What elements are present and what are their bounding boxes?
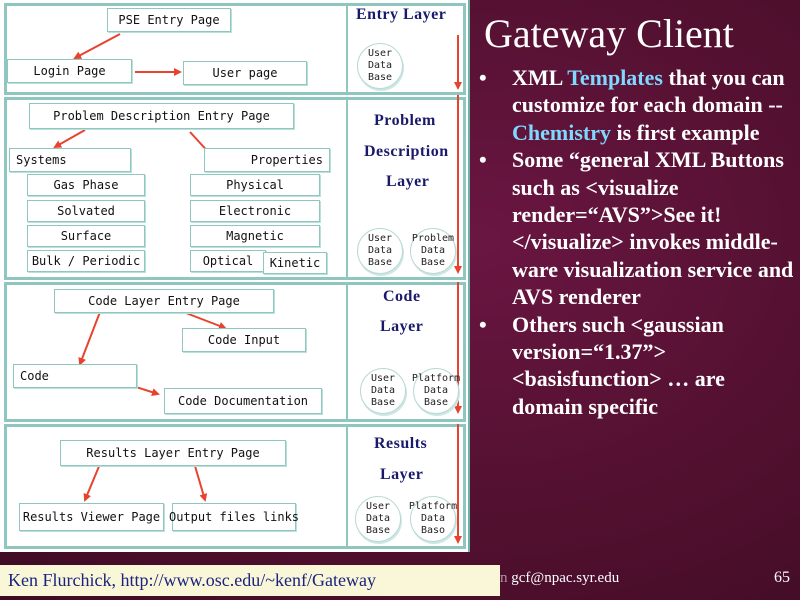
- user-database: User Data Base: [357, 228, 403, 274]
- physical-box[interactable]: Physical: [190, 174, 320, 196]
- pse-entry-page-box[interactable]: PSE Entry Page: [107, 8, 231, 32]
- code-layer-entry-box[interactable]: Code Layer Entry Page: [54, 289, 274, 313]
- optical-box[interactable]: Optical: [190, 250, 266, 272]
- bullet-text: is first example: [610, 119, 760, 145]
- code-box[interactable]: Code: [13, 364, 137, 388]
- bullet-text: Some “general XML Buttons such as <visua…: [512, 147, 794, 310]
- user-database: User Data Base: [357, 43, 403, 89]
- bullet-list: • XML Templates that you can customize fo…: [477, 64, 797, 420]
- user-page-box[interactable]: User page: [183, 61, 307, 85]
- layer-divider: [346, 424, 348, 549]
- code-layer-title-2: Layer: [380, 318, 424, 335]
- code-documentation-box[interactable]: Code Documentation: [164, 388, 322, 414]
- code-layer-title-1: Code: [383, 288, 421, 305]
- code-layer-band: [4, 282, 466, 422]
- bullet-dot-icon: •: [479, 147, 487, 173]
- problem-layer-title-2: Description: [364, 143, 449, 160]
- platform-database: Platform Data Base: [412, 368, 460, 414]
- surface-box[interactable]: Surface: [27, 225, 145, 247]
- results-layer-title-1: Results: [374, 435, 428, 452]
- magnetic-box[interactable]: Magnetic: [190, 225, 320, 247]
- footer-credit: Ken Flurchick, http://www.osc.edu/~kenf/…: [0, 565, 500, 596]
- results-layer-entry-box[interactable]: Results Layer Entry Page: [60, 440, 286, 466]
- entry-layer-title: Entry Layer: [356, 6, 447, 23]
- bullet-item: • Others such <gaussian version=“1.37”> <…: [477, 311, 797, 421]
- bullet-item: • XML Templates that you can customize fo…: [477, 64, 797, 146]
- layer-divider: [346, 3, 348, 95]
- bullet-text: XML: [512, 65, 568, 90]
- user-database: User Data Base: [360, 368, 406, 414]
- highlighted-text: Chemistry: [512, 119, 611, 145]
- results-layer-band: [4, 424, 466, 549]
- bulk-periodic-box[interactable]: Bulk / Periodic: [27, 250, 145, 272]
- problem-layer-band: [4, 97, 466, 280]
- email-text: gcf@npac.syr.edu: [511, 570, 620, 586]
- email-prefix: n: [500, 570, 508, 586]
- output-files-box[interactable]: Output files links: [169, 503, 299, 531]
- login-page-box[interactable]: Login Page: [7, 59, 132, 83]
- architecture-diagram: Entry Layer PSE Entry Page Login Page Us…: [0, 0, 470, 552]
- electronic-box[interactable]: Electronic: [190, 200, 320, 222]
- solvated-box[interactable]: Solvated: [27, 200, 145, 222]
- page-number: 65: [774, 569, 790, 586]
- slide-title: Gateway Client: [484, 11, 734, 56]
- problem-layer-title-1: Problem: [374, 112, 436, 129]
- highlighted-text: Templates: [567, 65, 663, 90]
- properties-box[interactable]: Properties: [204, 148, 330, 172]
- problem-description-entry-box[interactable]: Problem Description Entry Page: [29, 103, 294, 129]
- systems-box[interactable]: Systems: [9, 148, 131, 172]
- bullet-text: that you can customize for each domain -…: [512, 65, 785, 118]
- bullet-text: Others such <gaussian version=“1.37”> <b…: [512, 311, 725, 419]
- footer-email: n gcf@npac.syr.edu: [500, 570, 619, 587]
- entry-layer-band: [4, 3, 466, 95]
- code-input-box[interactable]: Code Input: [182, 328, 306, 352]
- problem-layer-title-3: Layer: [386, 173, 430, 190]
- results-viewer-box[interactable]: Results Viewer Page: [19, 503, 164, 531]
- platform-database: Platform Data Baso: [409, 496, 457, 542]
- problem-database: Problem Data Base: [410, 228, 456, 274]
- gas-phase-box[interactable]: Gas Phase: [27, 174, 145, 196]
- results-layer-title-2: Layer: [380, 466, 424, 483]
- bullet-dot-icon: •: [479, 311, 487, 337]
- layer-divider: [346, 282, 348, 422]
- user-database: User Data Base: [355, 496, 401, 542]
- kinetic-box[interactable]: Kinetic: [263, 252, 327, 274]
- layer-divider: [346, 97, 348, 280]
- bullet-dot-icon: •: [479, 65, 487, 90]
- bullet-item: • Some “general XML Buttons such as <visu…: [477, 146, 797, 310]
